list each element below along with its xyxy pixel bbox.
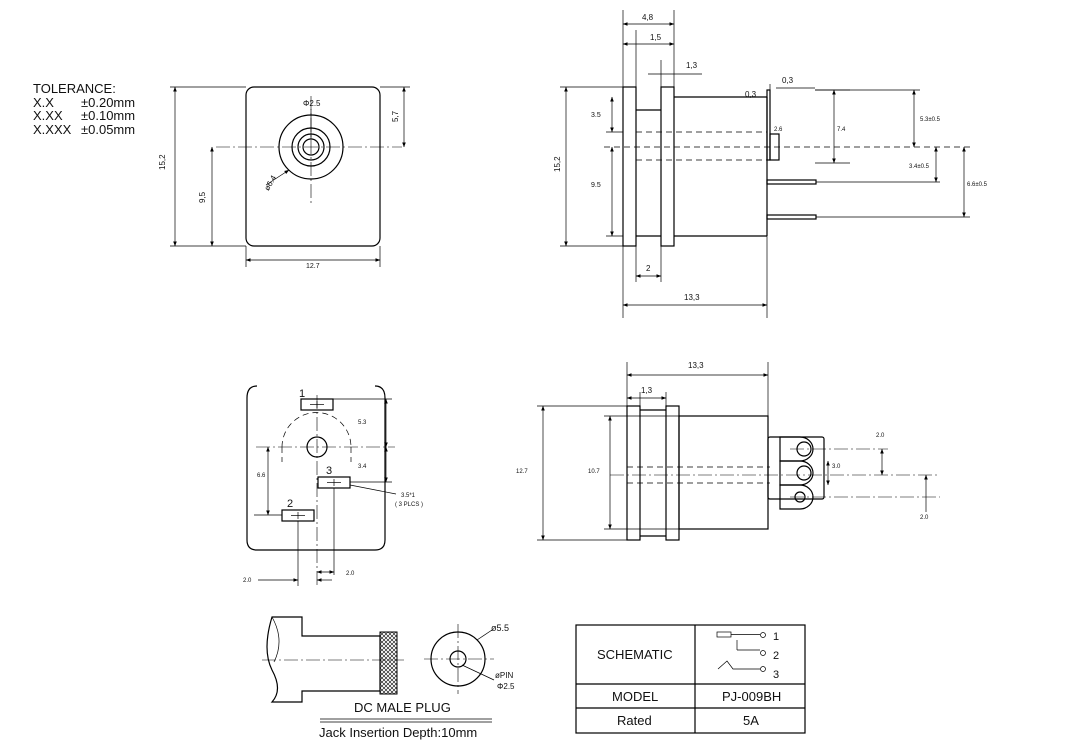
rated-label: Rated: [617, 713, 652, 728]
dim-pin-thickness-top: 0,3: [782, 76, 794, 85]
pin-3-label: 3: [326, 465, 332, 477]
dim-side-flange: 2: [646, 264, 651, 273]
plug-title: DC MALE PLUG: [354, 700, 451, 715]
schematic-label: SCHEMATIC: [597, 647, 673, 662]
dim-length-a: 4,8: [642, 13, 654, 22]
dim-pitch-b: 3.0: [832, 464, 841, 470]
side-view: 4,8 1,5 1,3 0,3 0,3 15,2 3.5 9.5 2.6 7.4…: [553, 10, 988, 318]
dim-plug-outer: ø5.5: [491, 623, 509, 633]
dim-pitch-a: 2.0: [876, 433, 885, 439]
dim-right-2: 3.4±0.5: [909, 164, 930, 170]
dim-pin-thickness-left: 0,3: [745, 90, 757, 99]
tolerance-row: X.XX±0.10mm: [33, 108, 136, 123]
tolerance-title: TOLERANCE:: [33, 81, 116, 96]
dim-bottom-height: 12.7: [516, 469, 528, 475]
dim-pcb-d: 2.0: [243, 578, 252, 584]
dim-pcb-c: 6.6: [257, 473, 266, 479]
model-label: MODEL: [612, 689, 658, 704]
dim-pcb-e: 2.0: [346, 571, 355, 577]
dim-upper: 3.5: [591, 112, 601, 119]
bottom-view: 13,3 1,3 12.7 10.7 2.0 3.0 2.0: [516, 361, 940, 541]
dim-right-3: 6.6±0.5: [967, 182, 988, 188]
dim-top: 5,7: [391, 110, 400, 122]
dim-pin-width: 2.6: [774, 127, 783, 133]
dim-length-c: 1,3: [686, 61, 698, 70]
dim-side-total: 13,3: [684, 293, 700, 302]
schematic-pin-1: 1: [773, 631, 779, 643]
dim-lower: 9.5: [591, 182, 601, 189]
pin-2-label: 2: [287, 498, 293, 510]
dim-length-b: 1,5: [650, 33, 662, 42]
pin-1-label: 1: [299, 388, 305, 400]
dim-width: 12.7: [306, 263, 320, 270]
dim-right-1: 5.3±0.5: [920, 117, 941, 123]
pcb-view: 1 3 2 5.3 3.4 6.6 3.5*1 ( 3 PLCS ) 2.0 2…: [243, 385, 423, 586]
dim-bottom-flange: 1,3: [641, 386, 653, 395]
dim-pcb-b: 3.4: [358, 464, 367, 470]
dim-center: 9,5: [198, 191, 207, 203]
front-view: Φ2.5 ø6.4 15,2 9,5 5,7 12.7: [158, 86, 410, 270]
slot-count: ( 3 PLCS ): [395, 502, 423, 508]
dim-bottom-inner: 10.7: [588, 469, 600, 475]
dim-pitch-c: 2.0: [920, 515, 929, 521]
insertion-depth: Jack Insertion Depth:10mm: [319, 725, 477, 740]
dim-height: 15,2: [158, 154, 167, 170]
schematic-pin-2: 2: [773, 650, 779, 662]
tolerance-row: X.X±0.20mm: [33, 94, 136, 110]
slot-note: 3.5*1: [401, 493, 416, 499]
schematic-pin-3: 3: [773, 669, 779, 681]
dim-boss-dia: ø6.4: [262, 173, 278, 192]
tolerance-row: X.XXX±0.05mm: [33, 121, 136, 137]
spec-table: SCHEMATIC 1 2 3 MODEL PJ-009BH Rated 5A: [575, 624, 806, 734]
dim-pcb-a: 5.3: [358, 420, 367, 426]
dc-male-plug: ø5.5 øPIN Φ2.5 DC MALE PLUG Jack Inserti…: [262, 616, 515, 740]
rated-value: 5A: [743, 713, 759, 728]
dim-bottom-total: 13,3: [688, 361, 704, 370]
dim-side-height: 15,2: [553, 156, 562, 172]
tolerance-block: TOLERANCE: X.X±0.20mm X.XX±0.10mm X.XXX±…: [33, 82, 135, 136]
dim-hole-dia: Φ2.5: [303, 99, 321, 108]
model-value: PJ-009BH: [722, 689, 781, 704]
dim-plug-pin-label: øPIN: [495, 671, 513, 680]
dim-pin-span: 7.4: [837, 127, 846, 133]
dim-plug-pin-value: Φ2.5: [497, 682, 515, 691]
